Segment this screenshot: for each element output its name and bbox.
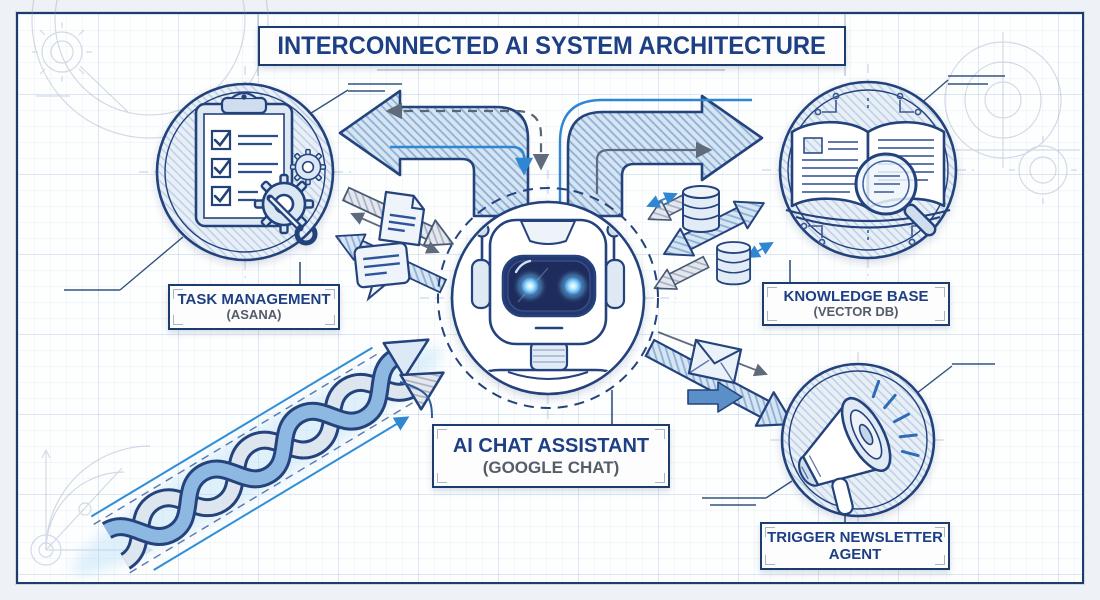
corner-tick: [935, 287, 945, 297]
database-icon: [682, 185, 720, 234]
corner-tick: [765, 527, 775, 537]
flow-line-blue-right: [558, 98, 752, 212]
robot-icon: [466, 218, 630, 392]
knowledge-base-node: [778, 80, 958, 260]
node-sublabel-text: (GOOGLE CHAT): [482, 457, 620, 477]
circles-sketch-top-right: [940, 32, 1080, 204]
magnifier-icon: [854, 152, 937, 237]
corner-tick: [173, 315, 183, 325]
gear-icon: [253, 173, 315, 235]
gear-sketch-top-left: [31, 0, 269, 139]
background-sketches: [30, 0, 1080, 566]
node-label-text: TRIGGER NEWSLETTER: [767, 528, 943, 546]
trigger-newsletter-label: TRIGGER NEWSLETTER AGENT: [760, 522, 950, 570]
corner-tick: [437, 473, 447, 483]
flow-line-gray-right: [595, 141, 713, 194]
document-icon: [378, 190, 426, 247]
envelope-icon: [687, 338, 743, 385]
megaphone-icon: [797, 379, 920, 516]
knowledge-base-label: KNOWLEDGE BASE (VECTOR DB): [762, 282, 950, 326]
corner-tick: [325, 289, 335, 299]
node-label-text: KNOWLEDGE BASE: [783, 287, 929, 305]
database-icon: [716, 241, 752, 286]
corner-tick: [325, 315, 335, 325]
corner-tick: [935, 527, 945, 537]
node-sublabel-text: (VECTOR DB): [813, 304, 899, 320]
corner-tick: [767, 287, 777, 297]
corner-tick: [935, 555, 945, 565]
corner-tick: [935, 311, 945, 321]
corner-tick: [655, 429, 665, 439]
node-sublabel-text: AGENT: [828, 546, 882, 563]
arrow-gray-small-lower: [653, 255, 710, 290]
corner-tick: [765, 555, 775, 565]
sync-line-kb-lower: [746, 241, 774, 259]
node-label-text: TASK MANAGEMENT: [177, 290, 331, 308]
trigger-newsletter-node: [780, 362, 936, 518]
label-connectors: [299, 260, 846, 522]
corner-tick: [767, 311, 777, 321]
sync-line-kb-upper: [646, 192, 678, 208]
annotation-leaders: [64, 75, 1005, 506]
flow-line-blue-left: [390, 145, 533, 176]
wrench-icon: [266, 194, 318, 246]
small-blue-arrow: [687, 381, 743, 413]
flow-line-dashed-gray: [385, 102, 550, 171]
arrow-assistant-to-knowledge: [566, 94, 764, 218]
diagram-title: INTERCONNECTED AI SYSTEM ARCHITECTURE: [258, 26, 846, 66]
braid-to-label-connector: [399, 381, 433, 419]
node-label-text: AI CHAT ASSISTANT: [452, 434, 650, 457]
corner-tick: [437, 429, 447, 439]
diagram-title-text: INTERCONNECTED AI SYSTEM ARCHITECTURE: [277, 31, 827, 60]
corner-tick: [173, 289, 183, 299]
node-sublabel-text: (ASANA): [226, 307, 282, 323]
ai-chat-assistant-label: AI CHAT ASSISTANT (GOOGLE CHAT): [432, 424, 670, 488]
task-management-label: TASK MANAGEMENT (ASANA): [168, 284, 340, 330]
ai-chat-assistant-node: [437, 187, 659, 409]
corner-tick: [655, 473, 665, 483]
chat-message-icon: [353, 242, 411, 302]
braided-data-stream-arrow: [72, 338, 445, 575]
gear-icon: [289, 148, 327, 186]
task-management-node: [155, 82, 335, 262]
